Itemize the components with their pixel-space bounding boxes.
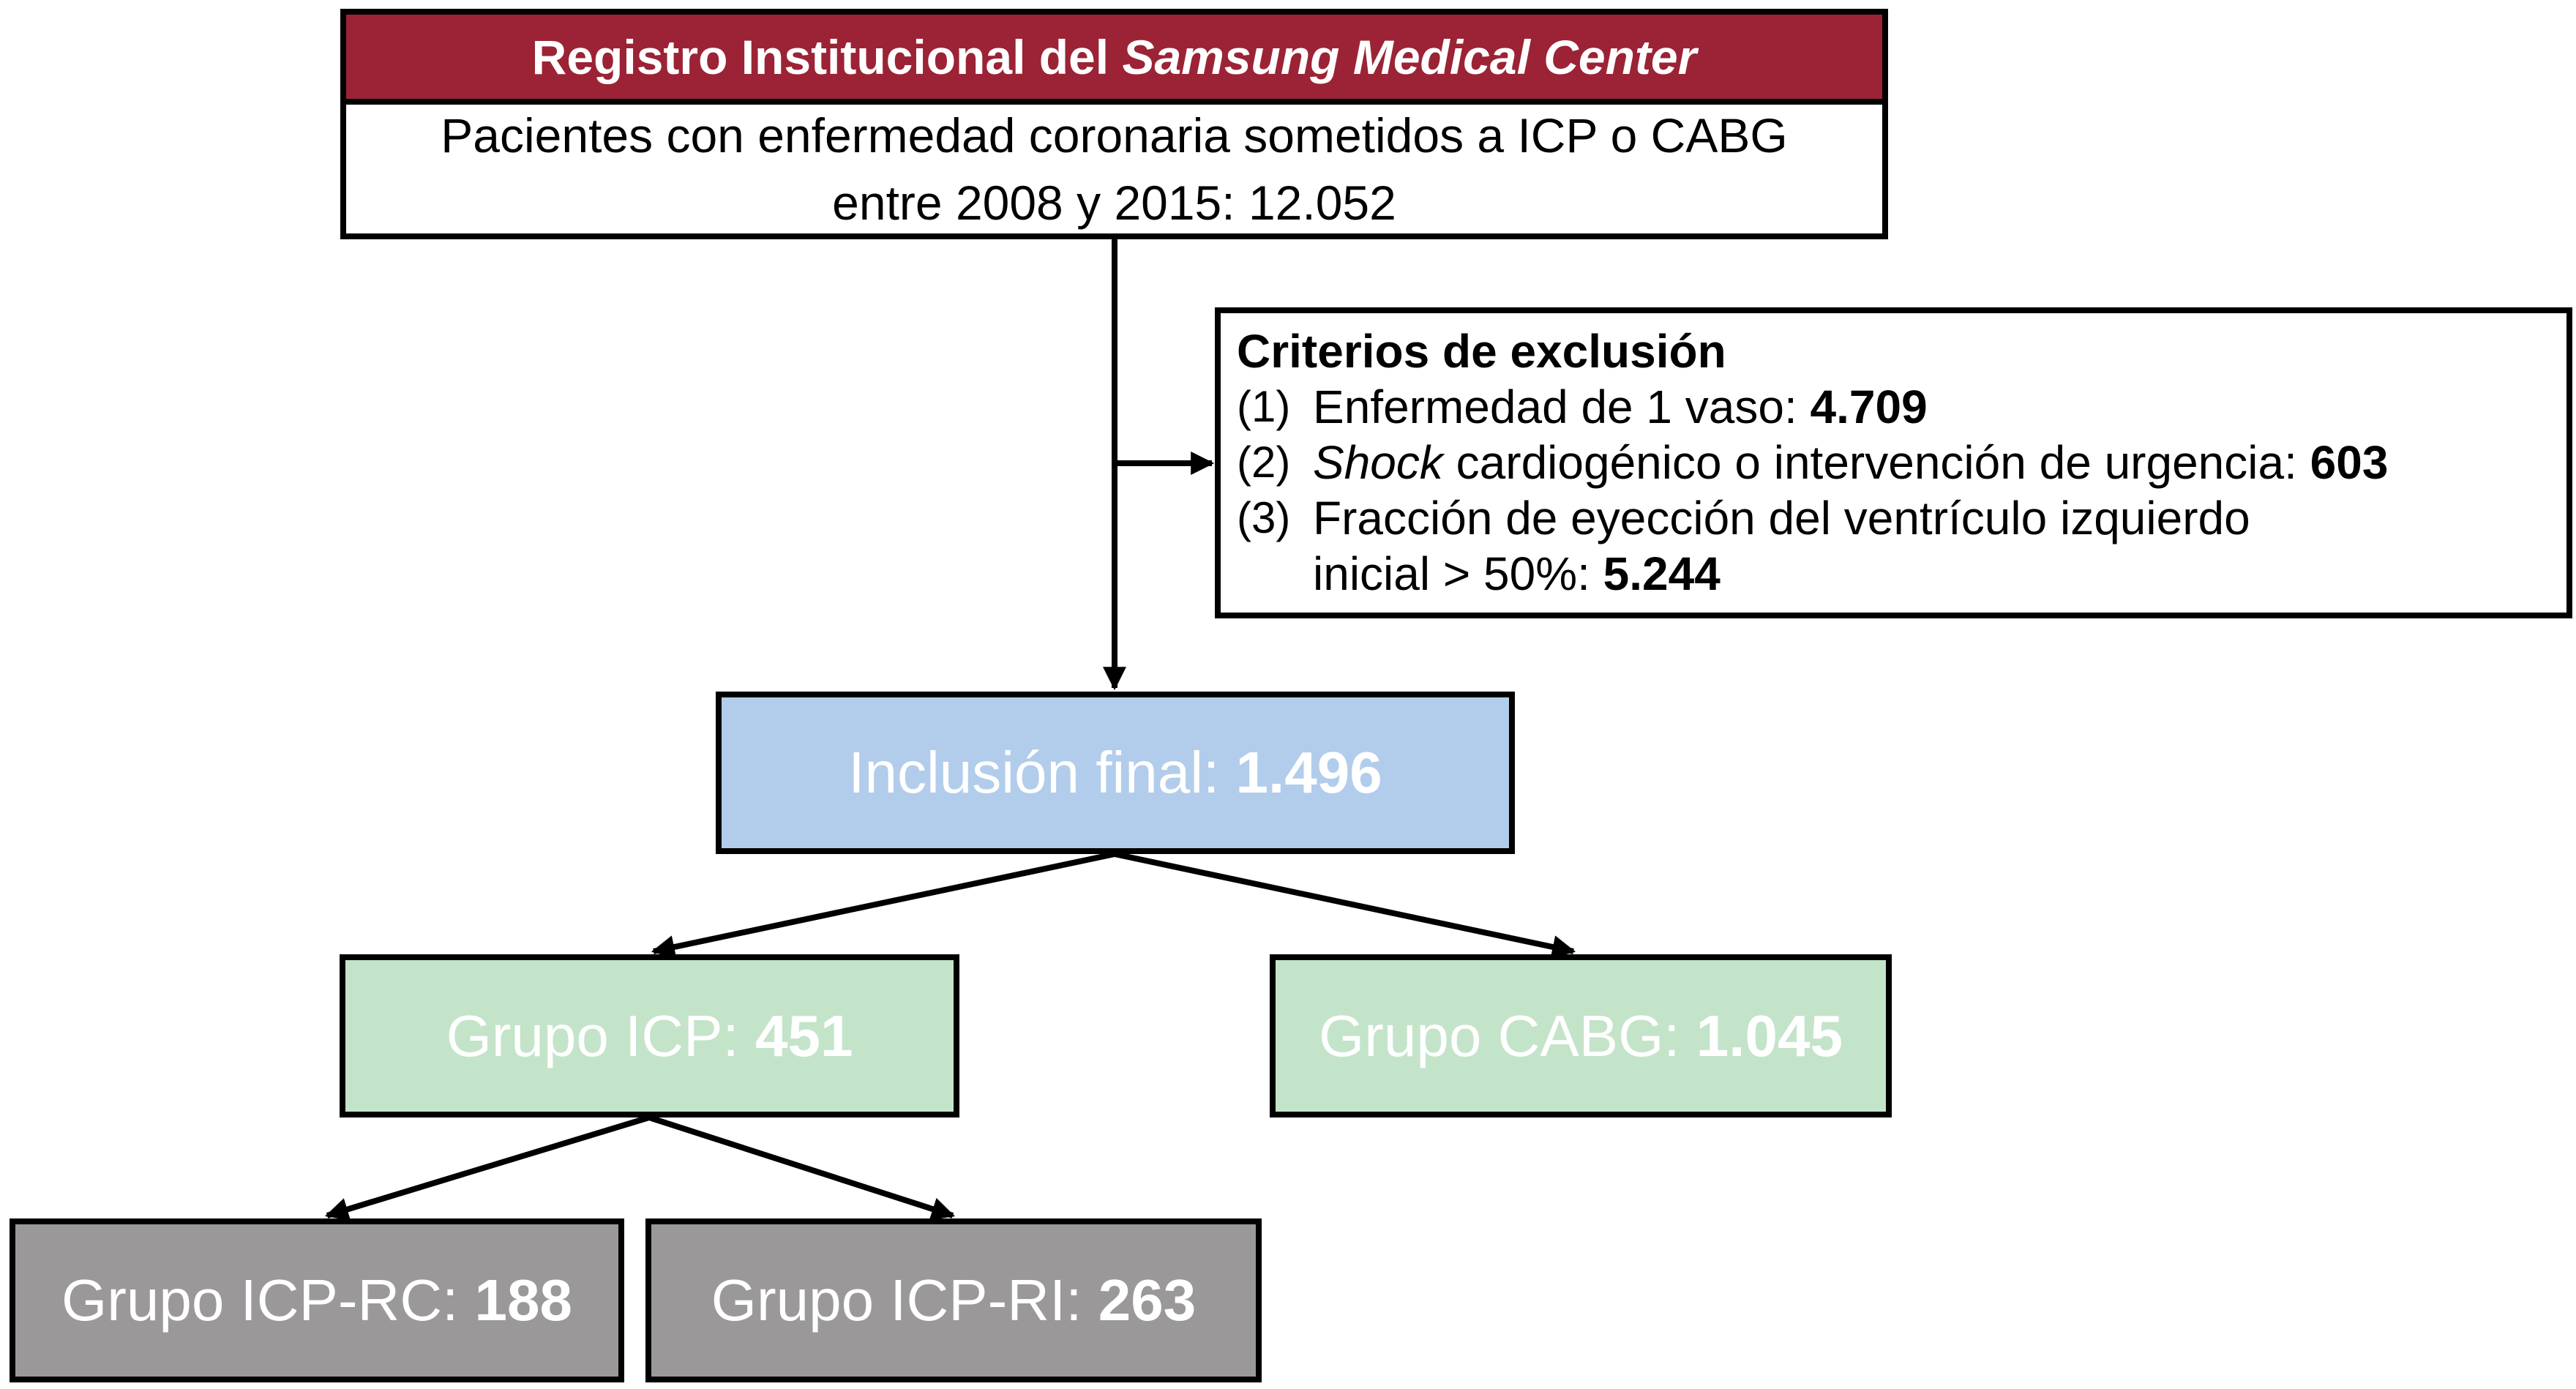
registry-title: Registro Institucional del Samsung Medic… [346,15,1882,105]
icp-rc-group-box: Grupo ICP-RC: 188 [10,1218,624,1382]
arrow-icp-to-ri [648,1115,956,1221]
icp-group-box: Grupo ICP: 451 [340,954,959,1117]
exclusion-box: Criterios de exclusión (1) Enfermedad de… [1215,307,2572,618]
exclusion-item-continuation: inicial > 50%: 5.244 [1237,546,2550,602]
exclusion-item-value: 5.244 [1603,547,1721,600]
cabg-group-box: Grupo CABG: 1.045 [1270,954,1892,1117]
icprc-label: Grupo ICP-RC: [61,1268,475,1333]
registry-title-italic: Samsung Medical Center [1122,29,1697,84]
registry-box: Registro Institucional del Samsung Medic… [340,9,1888,239]
exclusion-heading: Criterios de exclusión [1237,325,1726,378]
cabg-label: Grupo CABG: [1319,1003,1696,1068]
exclusion-item-text: Fracción de eyección del ventrículo izqu… [1313,492,2250,544]
arrow-icp-to-rc [324,1115,651,1221]
cabg-value: 1.045 [1696,1003,1843,1068]
exclusion-item-italic: Shock [1313,436,1443,489]
exclusion-item: (2) Shock cardiogénico o intervención de… [1237,435,2550,490]
exclusion-item-text2: inicial > 50%: [1313,547,1603,600]
arrow-final-to-cabg [1114,851,1576,959]
icp-label: Grupo ICP: [446,1003,755,1068]
final-value: 1.496 [1235,740,1382,805]
exclusion-item: (3) Fracción de eyección del ventrículo … [1237,490,2550,546]
registry-line1: Pacientes con enfermedad coronaria somet… [441,108,1788,162]
exclusion-item-text: Enfermedad de 1 vaso: [1313,381,1811,433]
final-label: Inclusión final: [848,740,1236,805]
registry-title-prefix: Registro Institucional del [531,29,1123,84]
exclusion-item-number: (2) [1237,438,1291,487]
exclusion-item: (1) Enfermedad de 1 vaso: 4.709 [1237,379,2550,435]
registry-description: Pacientes con enfermedad coronaria somet… [346,105,1882,233]
exclusion-item-number: (3) [1237,493,1291,542]
icpri-label: Grupo ICP-RI: [711,1268,1098,1333]
exclusion-item-value: 603 [2310,436,2389,489]
icprc-value: 188 [474,1268,573,1333]
icp-ri-group-box: Grupo ICP-RI: 263 [645,1218,1262,1382]
exclusion-item-number: (1) [1237,382,1291,431]
icp-value: 451 [755,1003,853,1068]
icpri-value: 263 [1098,1268,1197,1333]
final-inclusion-box: Inclusión final: 1.496 [716,692,1515,854]
exclusion-item-text: cardiogénico o intervención de urgencia: [1442,436,2310,489]
arrow-final-to-icp [651,851,1115,959]
exclusion-item-value: 4.709 [1810,381,1928,433]
registry-line2: entre 2008 y 2015: 12.052 [832,176,1396,230]
